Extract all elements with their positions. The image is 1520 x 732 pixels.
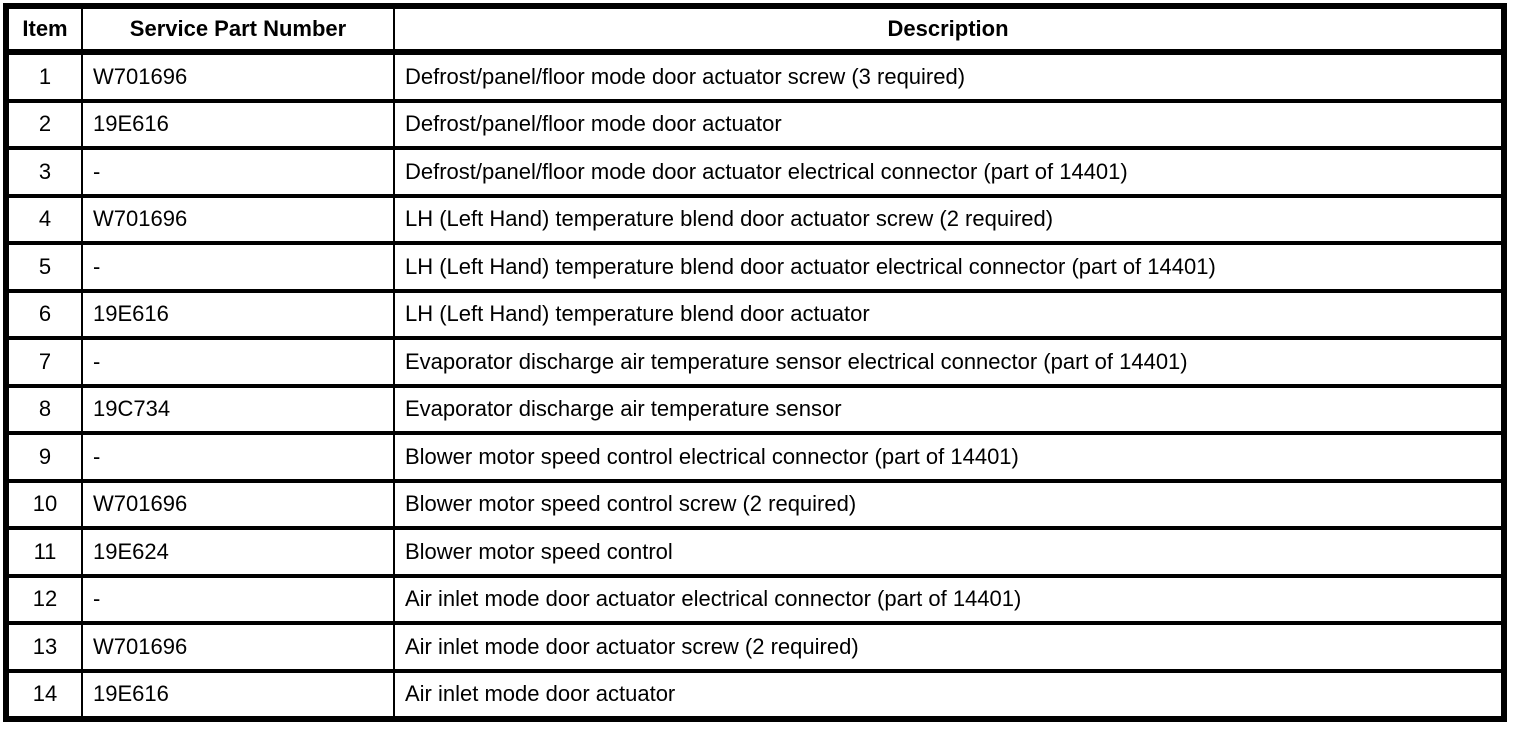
item-number-cell: 10 — [5, 478, 83, 530]
table-row: 6 19E616 LH (Left Hand) temperature blen… — [5, 288, 1505, 340]
description-cell: Evaporator discharge air temperature sen… — [393, 336, 1505, 388]
item-number-cell: 8 — [5, 383, 83, 435]
service-parts-table: Item Service Part Number Description 1 W… — [3, 3, 1507, 722]
table-row: 7 - Evaporator discharge air temperature… — [5, 336, 1505, 388]
item-number-cell: 6 — [5, 288, 83, 340]
item-number-cell: 14 — [5, 668, 83, 721]
description-cell: Air inlet mode door actuator electrical … — [393, 573, 1505, 625]
description-cell: Blower motor speed control electrical co… — [393, 431, 1505, 483]
item-number-cell: 3 — [5, 146, 83, 198]
item-number-cell: 2 — [5, 98, 83, 150]
description-cell: Blower motor speed control screw (2 requ… — [393, 478, 1505, 530]
column-header-item: Item — [5, 4, 83, 55]
table-row: 9 - Blower motor speed control electrica… — [5, 431, 1505, 483]
header-row: Item Service Part Number Description — [5, 4, 1505, 55]
description-cell: LH (Left Hand) temperature blend door ac… — [393, 288, 1505, 340]
description-cell: Air inlet mode door actuator screw (2 re… — [393, 621, 1505, 673]
table-row: 8 19C734 Evaporator discharge air temper… — [5, 383, 1505, 435]
description-cell: LH (Left Hand) temperature blend door ac… — [393, 193, 1505, 245]
item-number-cell: 7 — [5, 336, 83, 388]
service-part-number-cell: - — [81, 146, 395, 198]
service-part-number-cell: 19E624 — [81, 526, 395, 578]
item-number-cell: 9 — [5, 431, 83, 483]
description-cell: Defrost/panel/floor mode door actuator — [393, 98, 1505, 150]
table-row: 12 - Air inlet mode door actuator electr… — [5, 573, 1505, 625]
table-row: 13 W701696 Air inlet mode door actuator … — [5, 621, 1505, 673]
description-cell: LH (Left Hand) temperature blend door ac… — [393, 241, 1505, 293]
table-row: 2 19E616 Defrost/panel/floor mode door a… — [5, 98, 1505, 150]
service-part-number-cell: 19C734 — [81, 383, 395, 435]
table-row: 11 19E624 Blower motor speed control — [5, 526, 1505, 578]
table-header: Item Service Part Number Description — [5, 4, 1505, 55]
service-part-number-cell: - — [81, 336, 395, 388]
service-part-number-cell: W701696 — [81, 478, 395, 530]
service-part-number-cell: 19E616 — [81, 288, 395, 340]
item-number-cell: 5 — [5, 241, 83, 293]
table-row: 5 - LH (Left Hand) temperature blend doo… — [5, 241, 1505, 293]
item-number-cell: 12 — [5, 573, 83, 625]
description-cell: Blower motor speed control — [393, 526, 1505, 578]
item-number-cell: 13 — [5, 621, 83, 673]
item-number-cell: 11 — [5, 526, 83, 578]
description-cell: Air inlet mode door actuator — [393, 668, 1505, 721]
table-row: 10 W701696 Blower motor speed control sc… — [5, 478, 1505, 530]
table-row: 4 W701696 LH (Left Hand) temperature ble… — [5, 193, 1505, 245]
description-cell: Defrost/panel/floor mode door actuator s… — [393, 50, 1505, 103]
service-part-number-cell: W701696 — [81, 621, 395, 673]
column-header-description: Description — [393, 4, 1505, 55]
service-part-number-cell: 19E616 — [81, 668, 395, 721]
service-part-number-cell: - — [81, 241, 395, 293]
item-number-cell: 1 — [5, 50, 83, 103]
table-row: 3 - Defrost/panel/floor mode door actuat… — [5, 146, 1505, 198]
description-cell: Defrost/panel/floor mode door actuator e… — [393, 146, 1505, 198]
service-part-number-cell: W701696 — [81, 50, 395, 103]
table-body: 1 W701696 Defrost/panel/floor mode door … — [5, 50, 1505, 721]
service-part-number-cell: W701696 — [81, 193, 395, 245]
item-number-cell: 4 — [5, 193, 83, 245]
description-cell: Evaporator discharge air temperature sen… — [393, 383, 1505, 435]
service-part-number-cell: - — [81, 431, 395, 483]
service-part-number-cell: 19E616 — [81, 98, 395, 150]
service-part-number-cell: - — [81, 573, 395, 625]
column-header-service-part-number: Service Part Number — [81, 4, 395, 55]
table-row: 1 W701696 Defrost/panel/floor mode door … — [5, 50, 1505, 103]
table-row: 14 19E616 Air inlet mode door actuator — [5, 668, 1505, 721]
